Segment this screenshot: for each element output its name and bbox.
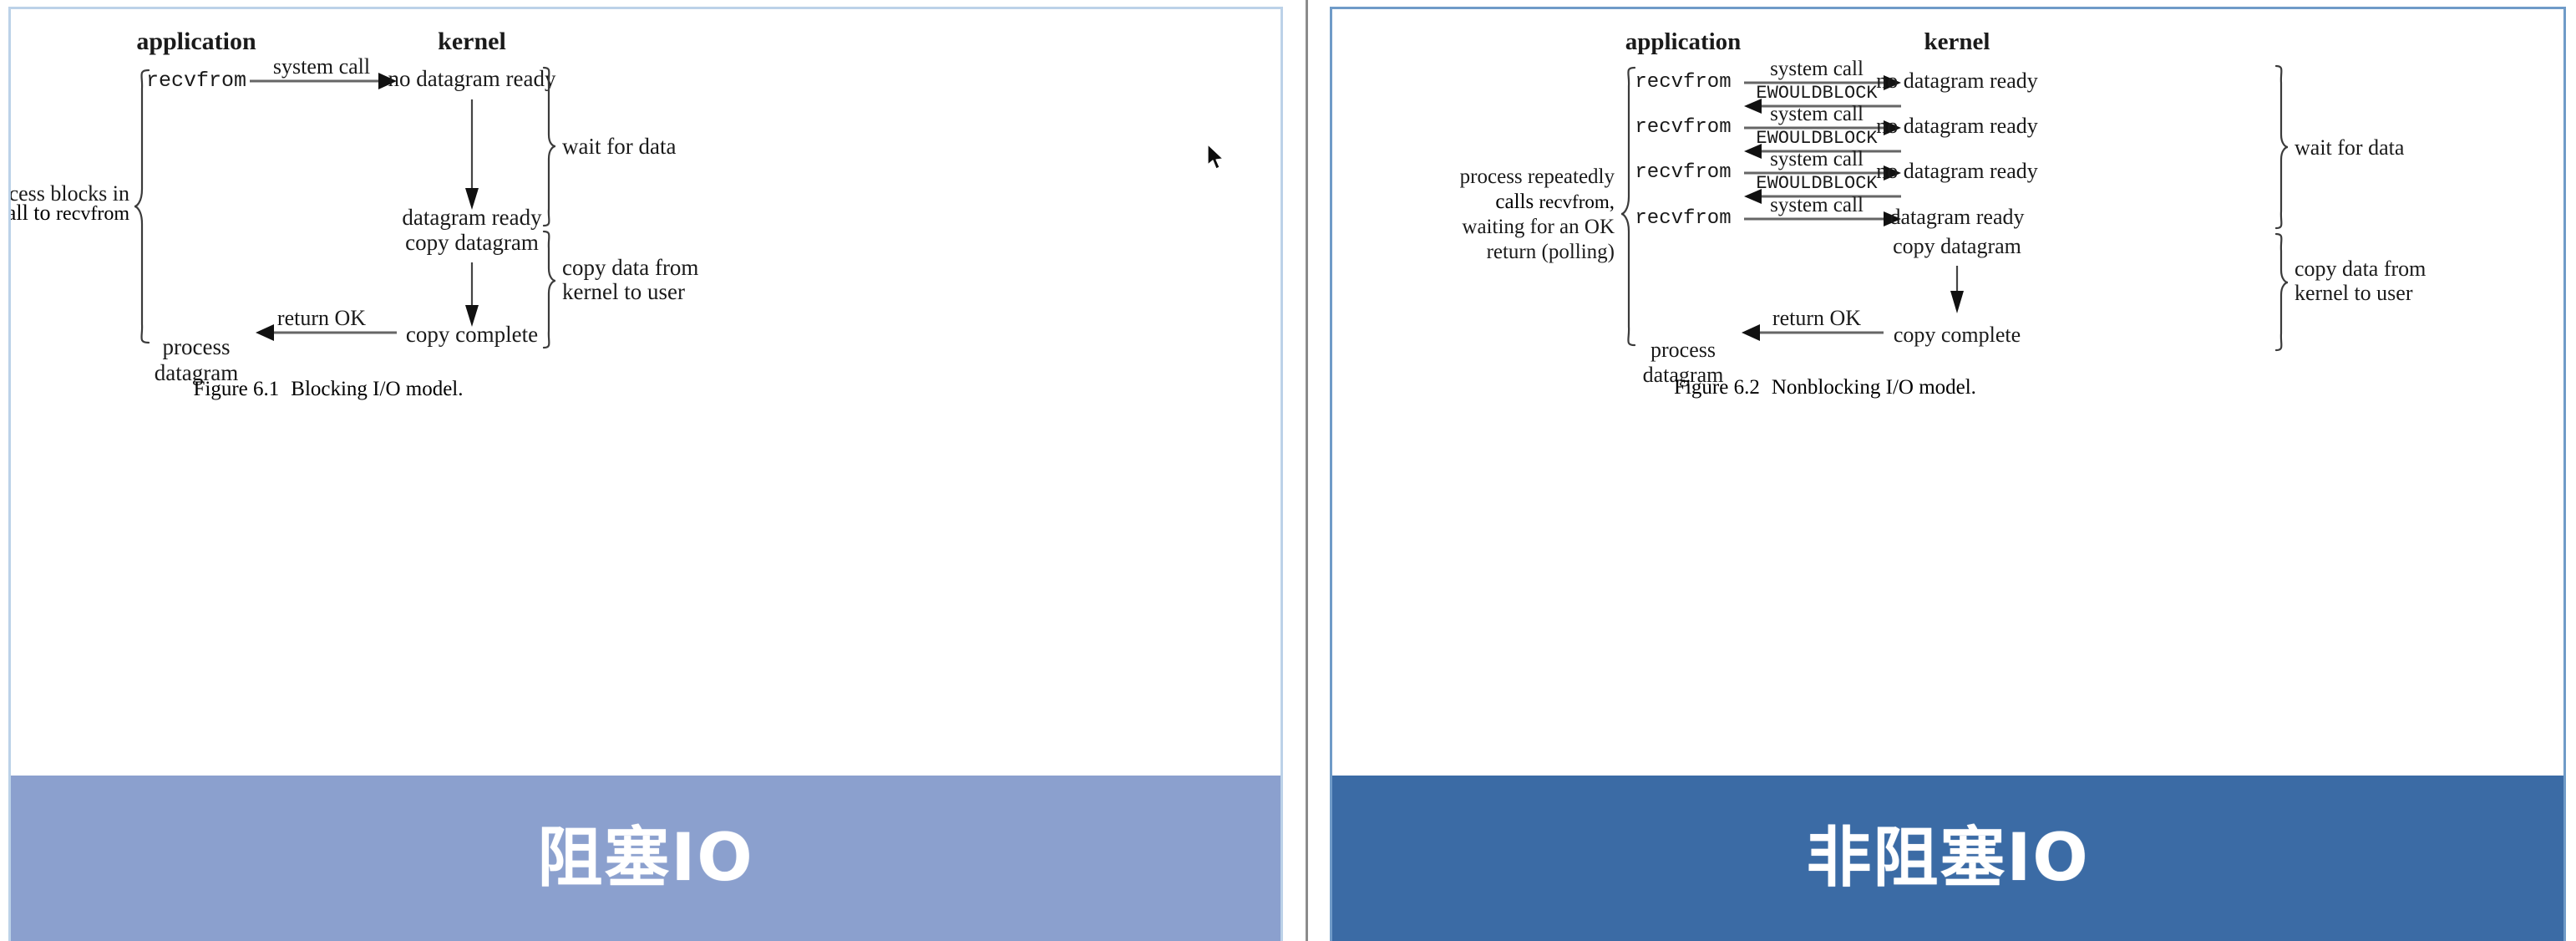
brace-copy-data bbox=[2274, 232, 2289, 352]
arrow-label-return-ok: return OK bbox=[1772, 306, 1861, 330]
figure-caption-text: Nonblocking I/O model. bbox=[1772, 376, 1976, 399]
arrow-head-return-ok bbox=[1742, 324, 1760, 341]
note-polling-recvfrom: recvfrom bbox=[1539, 191, 1609, 212]
brace-label-wait-for-data: wait for data bbox=[2295, 135, 2405, 160]
kernel-state-4: datagram ready bbox=[1890, 205, 2025, 229]
column-header-kernel: kernel bbox=[438, 28, 506, 55]
kernel-state-2: no datagram ready bbox=[1876, 114, 2037, 138]
figure-caption-blocking: Figure 6.1 Blocking I/O model. bbox=[193, 378, 463, 400]
kernel-state-3: no datagram ready bbox=[1876, 159, 2037, 183]
poll-out-label-1: system call bbox=[1770, 58, 1864, 80]
brace-application-nonblocking bbox=[1620, 66, 1636, 347]
app-result-line2: datagram bbox=[1643, 363, 1724, 387]
poll-in-head-2 bbox=[1744, 144, 1762, 159]
poll-out-label-3: system call bbox=[1770, 148, 1864, 170]
brace-label-copy-data-line1: copy data from bbox=[562, 255, 698, 280]
poll-call-2: recvfrom bbox=[1635, 116, 1731, 139]
app-call-recvfrom: recvfrom bbox=[146, 69, 246, 93]
column-header-application: application bbox=[136, 28, 256, 55]
note-blocked-line1: process blocks in bbox=[11, 181, 129, 206]
figure-caption-nonblocking: Figure 6.2 Nonblocking I/O model. bbox=[1674, 376, 1976, 399]
slide-panel-blocking-io: application kernel process blocks in cal… bbox=[8, 7, 1283, 941]
kernel-state-copy-complete: copy complete bbox=[406, 322, 538, 347]
nonblocking-io-diagram: application kernel process repeatedly ca… bbox=[1460, 28, 2426, 399]
title-band-nonblocking-io: 非阻塞IO bbox=[1332, 776, 2563, 941]
figure-caption-number: Figure 6.2 bbox=[1674, 376, 1760, 399]
app-result-line1: process bbox=[163, 334, 231, 359]
app-result-line2: datagram bbox=[155, 360, 238, 385]
note-blocked-prefix: call to bbox=[11, 201, 56, 225]
title-band-blocking-io: 阻塞IO bbox=[11, 776, 1280, 941]
slide-divider bbox=[1306, 0, 1308, 941]
poll-in-label-1: EWOULDBLOCK bbox=[1756, 83, 1878, 104]
note-polling-line3: waiting for an OK bbox=[1462, 216, 1615, 238]
arrow-head-system-call bbox=[378, 73, 397, 89]
note-blocked-recvfrom: recvfrom bbox=[56, 203, 129, 225]
poll-out-head-2 bbox=[1884, 120, 1901, 135]
kernel-state-copy-complete: copy complete bbox=[1894, 323, 2021, 347]
figure-nonblocking-io: application kernel process repeatedly ca… bbox=[1332, 9, 2563, 777]
note-polling-line1: process repeatedly bbox=[1460, 165, 1615, 188]
brace-label-wait-for-data: wait for data bbox=[562, 134, 676, 159]
poll-call-4: recvfrom bbox=[1635, 207, 1731, 230]
poll-in-label-3: EWOULDBLOCK bbox=[1756, 173, 1878, 194]
poll-out-head-1 bbox=[1884, 75, 1901, 90]
figure-caption-text: Blocking I/O model. bbox=[291, 378, 463, 400]
slide-panel-nonblocking-io: application kernel process repeatedly ca… bbox=[1330, 7, 2566, 941]
poll-out-label-4: system call bbox=[1770, 194, 1864, 216]
app-result-line1: process bbox=[1651, 338, 1716, 362]
poll-out-label-2: system call bbox=[1770, 103, 1864, 125]
poll-out-head-4 bbox=[1884, 211, 1901, 226]
kernel-state-datagram-ready: datagram ready bbox=[402, 205, 542, 230]
band-title-blocking-io: 阻塞IO bbox=[537, 821, 754, 896]
column-header-kernel: kernel bbox=[1924, 28, 1990, 55]
kernel-state-1: no datagram ready bbox=[1876, 69, 2037, 93]
brace-copy-data bbox=[542, 230, 556, 349]
kernel-state-copy-datagram: copy datagram bbox=[1893, 234, 2021, 258]
kernel-state-no-datagram-ready: no datagram ready bbox=[388, 66, 556, 91]
brace-label-copy-data-line1: copy data from bbox=[2295, 257, 2426, 281]
brace-label-copy-data-line2: kernel to user bbox=[562, 279, 685, 304]
band-title-nonblocking-io: 非阻塞IO bbox=[1806, 821, 2090, 896]
note-blocked-line2: call to recvfrom bbox=[11, 201, 129, 225]
kernel-state-copy-datagram: copy datagram bbox=[405, 230, 539, 255]
wait-arrow-head bbox=[465, 188, 479, 210]
note-polling-line2: calls recvfrom, bbox=[1495, 191, 1615, 213]
brace-wait-for-data bbox=[542, 66, 556, 227]
column-header-application: application bbox=[1625, 28, 1742, 55]
poll-call-3: recvfrom bbox=[1635, 161, 1731, 184]
arrow-head-return-ok bbox=[256, 324, 274, 341]
poll-in-head-3 bbox=[1744, 189, 1762, 204]
blocking-io-diagram: application kernel process blocks in cal… bbox=[11, 28, 698, 400]
note-polling-comma: , bbox=[1610, 191, 1615, 213]
copy-arrow-head bbox=[465, 305, 479, 327]
brace-label-copy-data-line2: kernel to user bbox=[2295, 281, 2413, 305]
copy-arrow-head bbox=[1950, 291, 1964, 313]
note-polling-line4: return (polling) bbox=[1487, 241, 1615, 263]
poll-in-label-2: EWOULDBLOCK bbox=[1756, 128, 1878, 149]
poll-in-head-1 bbox=[1744, 99, 1762, 114]
figure-caption-number: Figure 6.1 bbox=[193, 378, 279, 400]
note-polling-prefix: calls bbox=[1495, 191, 1539, 213]
poll-call-1: recvfrom bbox=[1635, 71, 1731, 94]
figure-blocking-io: application kernel process blocks in cal… bbox=[11, 9, 1280, 777]
arrow-label-return-ok: return OK bbox=[277, 306, 366, 330]
arrow-label-system-call: system call bbox=[273, 54, 370, 79]
poll-out-head-3 bbox=[1884, 165, 1901, 181]
brace-wait-for-data bbox=[2274, 64, 2289, 230]
brace-application-blocking bbox=[134, 69, 150, 344]
